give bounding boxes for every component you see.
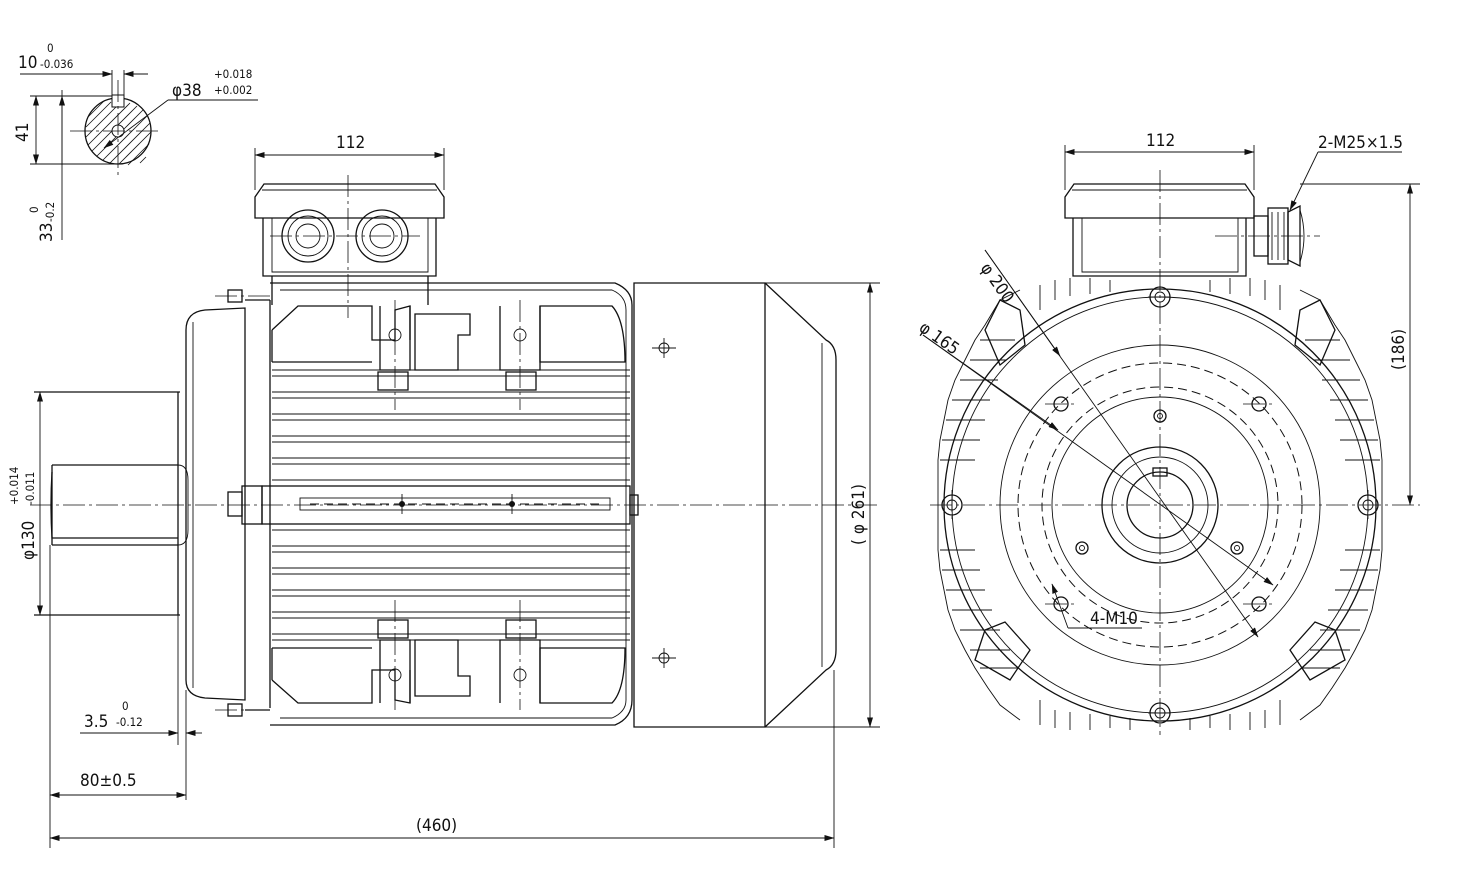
motor-body-side (269, 282, 633, 726)
spigot-diameter-label: φ130 (19, 521, 39, 560)
flange-holes (941, 286, 1379, 724)
shaft-height-label: 41 (13, 123, 33, 142)
shaft-side (34, 391, 189, 616)
side-terminal-box-width-label: 112 (336, 133, 365, 153)
key-width-tol-upper: 0 (47, 41, 54, 55)
spigot-tol-lower: -0.011 (23, 472, 37, 505)
key-width-tol-lower: -0.036 (40, 57, 73, 71)
shaft-section: 10 0 -0.036 φ38 +0.018 +0.002 41 33 0 -0… (13, 41, 258, 242)
bolt-circle-label: φ 165 (915, 318, 963, 360)
shaft-length-label: 80±0.5 (80, 771, 137, 791)
terminal-box-side (254, 175, 445, 318)
mounting-holes-label: 4-M10 (1090, 609, 1138, 629)
height-to-box-label: (186) (1389, 329, 1409, 370)
terminal-box-front (1064, 183, 1320, 277)
key-width-label: 10 (18, 53, 37, 73)
key-depth-label: 33 (37, 223, 57, 242)
flange-pcd-label: φ 200 (976, 259, 1018, 307)
shaft-diameter-tol-upper: +0.018 (214, 67, 252, 81)
spigot-depth-label: 3.5 (84, 712, 108, 732)
spigot-depth-tol-upper: 0 (122, 699, 129, 713)
spigot-tol-upper: +0.014 (7, 467, 21, 505)
flange-side (177, 289, 270, 717)
section-hatching (85, 100, 152, 166)
overall-diameter-label: ( φ 261) (849, 484, 869, 545)
overall-length-label: (460) (416, 816, 457, 836)
motor-front-view: 112 2-M25×1.5 (186) (915, 131, 1420, 735)
spigot-depth-tol-lower: -0.12 (116, 715, 143, 729)
shaft-diameter-label: φ38 (172, 81, 202, 101)
cable-gland-label: 2-M25×1.5 (1318, 133, 1403, 153)
shaft-diameter-tol-lower: +0.002 (214, 83, 252, 97)
front-terminal-box-width-label: 112 (1146, 131, 1175, 151)
key-depth-tol-upper: 0 (27, 206, 41, 213)
motor-side-view: 112 (7, 133, 880, 848)
key-depth-tol-lower: -0.2 (43, 202, 57, 222)
